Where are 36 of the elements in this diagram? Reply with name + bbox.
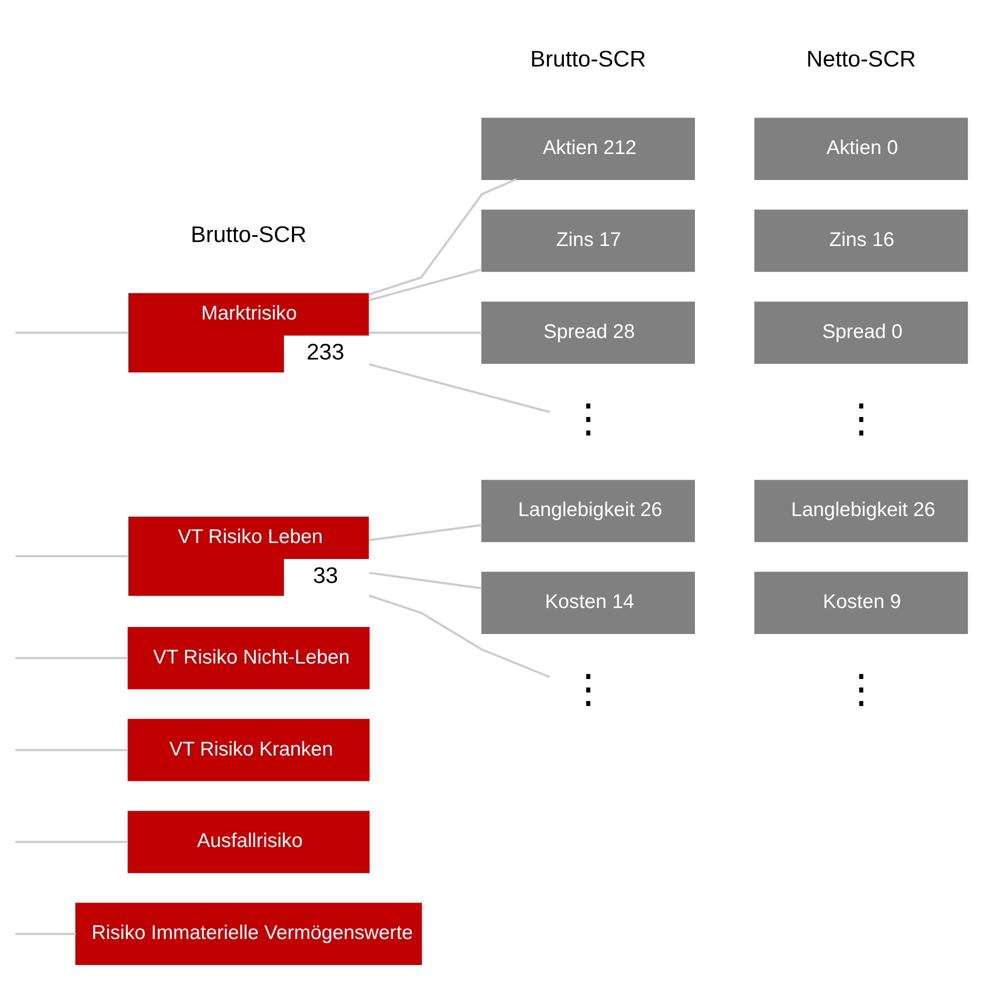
connector	[15, 932, 76, 934]
connector	[368, 268, 482, 301]
node-text: ⋮	[568, 396, 608, 440]
connector	[15, 656, 128, 659]
node-box: Zins 17	[481, 209, 695, 272]
label: Brutto-SCR	[190, 221, 306, 246]
connector	[368, 178, 517, 295]
node-box: Ausfallrisiko	[128, 810, 370, 873]
connector	[15, 840, 128, 843]
node-box: Langlebigkeit 26	[754, 479, 968, 542]
label: Netto-SCR	[806, 46, 916, 71]
node-box: Risiko Immaterielle Vermögenswerte	[75, 902, 422, 965]
node-text: ⋮	[841, 666, 882, 710]
connector	[368, 594, 550, 678]
node-box: VT Risiko Nicht-Leben	[128, 626, 370, 689]
node-label: 33	[312, 562, 338, 588]
node-box: Kosten 9	[754, 571, 968, 634]
node-label: 233	[306, 338, 344, 364]
node-box: Spread 0	[754, 301, 968, 364]
node-box: Langlebigkeit 26	[481, 479, 695, 542]
connector	[369, 524, 482, 541]
connector	[15, 554, 128, 557]
connector	[15, 331, 128, 334]
connector	[15, 748, 128, 751]
node-box: Aktien 0	[754, 117, 968, 180]
node-box: Spread 28	[481, 301, 695, 364]
node-box: Kosten 14	[481, 571, 695, 634]
label: Brutto-SCR	[530, 46, 646, 71]
node-text: ⋮	[841, 396, 882, 440]
node-box: Zins 16	[754, 209, 968, 272]
node-text: ⋮	[568, 666, 608, 710]
node-box: VT Risiko Kranken	[128, 718, 370, 781]
connector	[368, 362, 550, 413]
connector	[369, 571, 482, 589]
node-box: Aktien 212	[481, 117, 695, 180]
connector	[369, 331, 482, 334]
